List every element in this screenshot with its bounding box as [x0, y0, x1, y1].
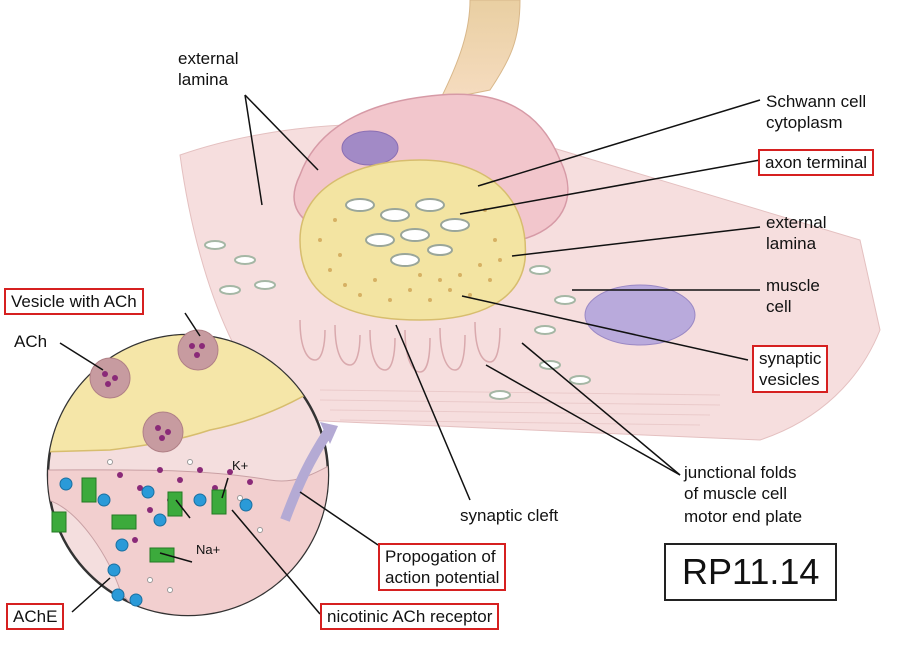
nicotinic-receptor-label: nicotinic ACh receptor [320, 603, 500, 630]
vesicle-ach-dots [102, 343, 205, 441]
ion-arrows [159, 477, 229, 563]
ache-label: AChE [6, 603, 65, 630]
synaptic-cleft-label: synaptic cleft [460, 506, 559, 525]
schwann-nucleus [341, 130, 399, 166]
junctional-folds [299, 319, 501, 373]
schwann-cell-label: Schwann cell cytoplasm [766, 92, 867, 132]
na-ion-label: Na+ [196, 542, 221, 557]
leader-lines [244, 94, 761, 501]
magnified-vesicles [89, 329, 219, 453]
propagation-label: Propogation of action potential [378, 543, 507, 591]
propagation-arrow [280, 429, 333, 522]
muscle-cell-label: muscle cell [766, 276, 820, 316]
rp-badge: RP11.14 [664, 543, 838, 601]
nicotinic-receptors [51, 477, 227, 563]
ache-enzymes [59, 477, 253, 607]
mitochondria [345, 198, 470, 267]
external-lamina-right-label: external lamina [766, 213, 827, 253]
axon-terminal-label: axon terminal [758, 149, 875, 176]
k-ion-label: K+ [232, 458, 249, 473]
synaptic-vesicles-label: synaptic vesicles [752, 345, 829, 393]
ach-label: ACh [14, 332, 48, 351]
vesicle-with-ach-label: Vesicle with ACh [4, 288, 144, 315]
motor-end-plate-label: motor end plate [684, 507, 803, 526]
external-lamina-top-label: external lamina [178, 49, 239, 89]
axon-stalk [439, 0, 521, 101]
magnified-leader-lines [59, 312, 379, 615]
magnified-cleft-molecules [107, 459, 263, 593]
muscle-striations [319, 389, 721, 426]
junctional-folds-label: junctional folds of muscle cell [684, 463, 797, 503]
muscle-mitochondria [204, 240, 591, 400]
propagation-arrowhead [320, 422, 338, 444]
